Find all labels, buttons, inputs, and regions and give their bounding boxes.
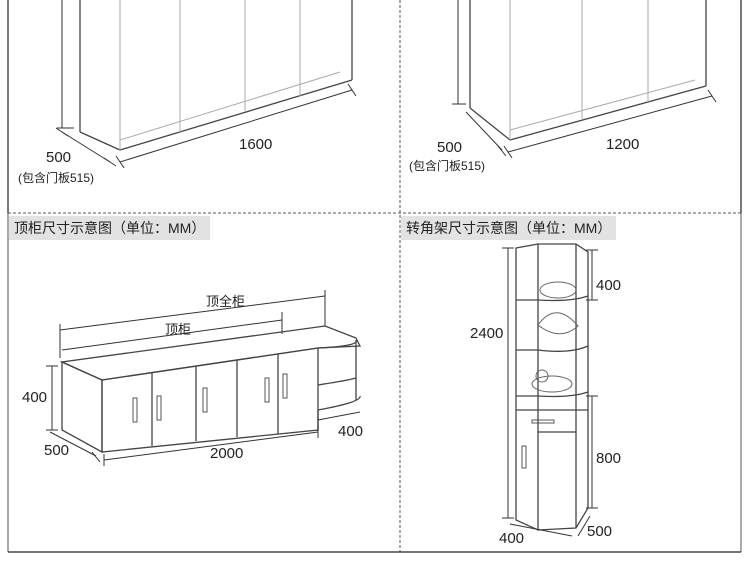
corner-shelf-top-height-label: 400 [596, 277, 621, 294]
top-cabinet-depth-label: 500 [44, 442, 69, 459]
corner-shelf-drawing [502, 243, 598, 537]
wardrobe-1200-width-label: 1200 [606, 136, 639, 153]
top-cabinet-full-label: 顶全柜 [206, 294, 245, 309]
top-cabinet-title: 顶柜尺寸示意图（单位：MM） [9, 216, 211, 240]
corner-shelf-title: 转角架尺寸示意图（单位：MM） [401, 216, 617, 240]
top-cabinet-shelf-depth-label: 400 [338, 423, 363, 440]
top-cabinet-label: 顶柜 [165, 322, 191, 337]
wardrobe-1600-width-label: 1600 [239, 136, 272, 153]
top-cabinet-height-label: 400 [22, 389, 47, 406]
corner-shelf-total-height-label: 2400 [470, 325, 503, 342]
wardrobe-1600-depth-label: 500 [46, 149, 71, 166]
corner-shelf-depth-label: 500 [587, 523, 612, 540]
wardrobe-1600-drawing [55, 0, 357, 169]
corner-shelf-width-label: 400 [499, 530, 524, 547]
wardrobe-1600-depth-note: (包含门板515) [18, 170, 94, 185]
wardrobe-1200-drawing [452, 0, 717, 159]
wardrobe-1200-depth-note: (包含门板515) [409, 158, 485, 173]
top-cabinet-width-label: 2000 [210, 445, 243, 462]
top-cabinet-drawing [46, 290, 362, 466]
wardrobe-1200-depth-label: 500 [437, 139, 462, 156]
corner-shelf-bottom-height-label: 800 [596, 450, 621, 467]
